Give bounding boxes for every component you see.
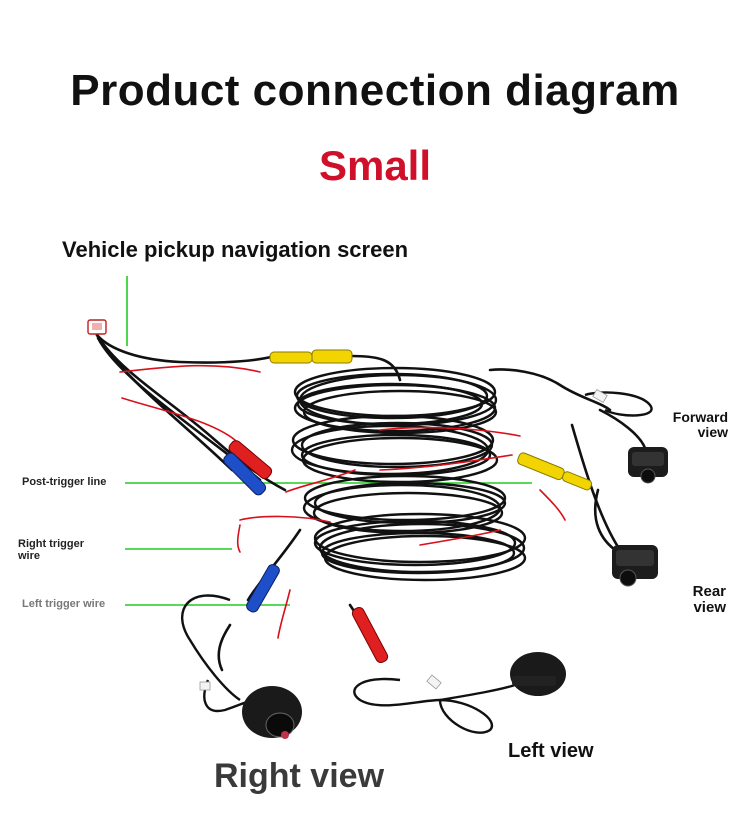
forward-view-label: Forward view [672,409,728,440]
forward-camera [584,391,668,484]
red-connector-bottom [351,606,389,664]
diagram-title: Product connection diagram [70,66,680,115]
red-connector-top [228,440,273,480]
blue-connector-top [223,452,267,496]
cable-coils [290,366,527,582]
yellow-connector-bottom [517,452,593,491]
right-view-label: Right view [214,757,385,795]
rear-camera [612,545,658,587]
wire-tags [199,388,608,691]
left-view-camera [353,652,566,734]
post-trigger-label: Post-trigger line [22,476,107,488]
diagram-subtitle: Small [318,142,432,189]
screen-plug [87,319,107,335]
blue-connector-left [246,564,280,613]
right-trigger-label: Right trigger wire [18,538,84,562]
red-wires [119,364,566,639]
yellow-connector-top [269,349,353,364]
left-view-label: Left view [508,740,594,762]
rear-view-label: Rear view [692,583,726,616]
screen-label: Vehicle pickup navigation screen [62,237,409,262]
right-view-camera [180,594,302,739]
left-trigger-label: Left trigger wire [22,598,106,610]
